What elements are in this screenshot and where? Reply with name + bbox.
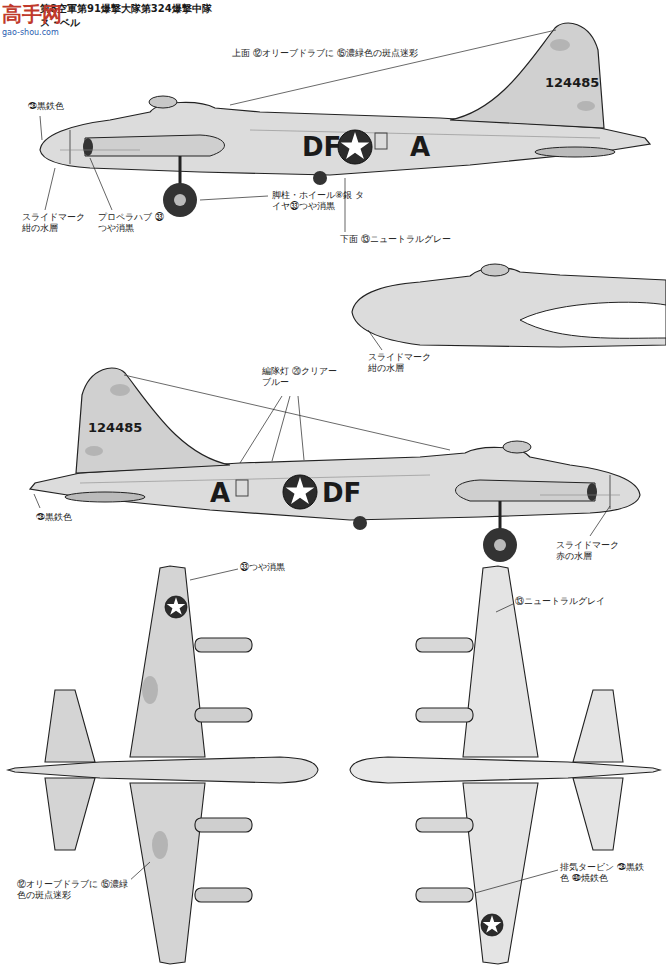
callout-label: プロペラハブ ㉝つや消黒 bbox=[98, 212, 166, 234]
callout-label: ㉘黒鉄色 bbox=[28, 101, 64, 112]
serial-number: 124485 bbox=[545, 75, 599, 91]
callout-label: ㉝つや消黒 bbox=[240, 562, 285, 573]
code-letters: A bbox=[410, 132, 430, 163]
callout-label: スライドマーク 赤の水層 bbox=[556, 540, 626, 562]
callout-label: 下面 ⑬ニュートラルグレー bbox=[340, 234, 451, 245]
callout-label: スライドマーク 紺の水層 bbox=[368, 352, 436, 374]
callout-label: 脚柱・ホイール⑧銀 タイヤ㉝つや消黒 bbox=[272, 190, 364, 212]
callout-label: ⑬ニュートラルグレイ bbox=[515, 596, 605, 607]
code-letters: A bbox=[210, 478, 230, 509]
callout-label: スライドマーク 紺の水層 bbox=[22, 212, 90, 234]
title: 第8空軍第91爆撃大隊第324爆撃中隊 bbox=[40, 3, 212, 15]
code-letters: DF bbox=[322, 478, 361, 509]
callout-label: 排気タービン ㉘黒鉄色 ㊵焼鉄色 bbox=[560, 862, 652, 884]
callout-label: 編隊灯 ⑳クリアーブルー bbox=[262, 366, 344, 388]
callout-label: ⑫オリーブドラブに ⑮濃緑色の斑点迷彩 bbox=[15, 878, 131, 902]
serial-number: 124485 bbox=[88, 420, 142, 436]
code-letters: DF bbox=[302, 132, 341, 163]
callout-label: ㉘黒鉄色 bbox=[36, 512, 72, 523]
callout-label: 上面 ⑫オリーブドラブに ⑮濃緑色の斑点迷彩 bbox=[232, 48, 418, 59]
watermark: 高手网 bbox=[2, 2, 62, 26]
watermark: gao-shou.com bbox=[2, 28, 59, 38]
